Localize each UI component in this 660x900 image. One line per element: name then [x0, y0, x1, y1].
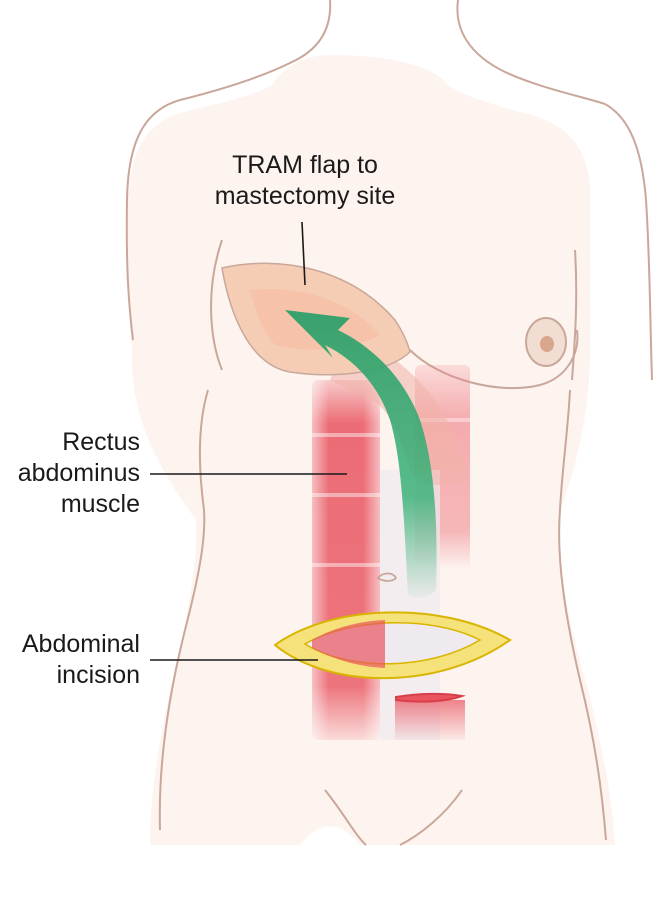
tram-leader-line — [301, 221, 306, 286]
left-groin-line — [324, 789, 367, 846]
transfer-arrow — [285, 310, 437, 598]
lower-rectus-segment — [395, 700, 465, 740]
rectus-label-line2: abdominus — [17, 459, 140, 487]
incision-label-line2: incision — [56, 661, 140, 689]
rectus-label-line1: Rectus — [62, 428, 140, 456]
tram-flap-label: TRAM flap to mastectomy site — [160, 150, 450, 212]
navel — [376, 572, 398, 582]
right-armpit-line — [571, 249, 578, 381]
abdominal-incision-label: Abdominal incision — [0, 629, 140, 691]
left-waist-outline — [158, 389, 209, 831]
right-waist-outline — [558, 389, 607, 841]
rectus-label-line3: muscle — [60, 490, 140, 518]
neck-right-line — [456, 0, 606, 105]
right-groin-line — [399, 789, 463, 846]
incision-label-line1: Abdominal — [21, 630, 140, 658]
right-arm-outline — [604, 103, 653, 381]
rectus-muscle-label: Rectus abdominus muscle — [0, 427, 140, 520]
right-nipple — [540, 336, 554, 352]
tram-flap-label-line1: TRAM flap to — [232, 151, 378, 179]
lower-incision-line — [395, 692, 466, 703]
tram-flap-label-line2: mastectomy site — [214, 182, 396, 210]
left-arm-outline — [125, 99, 181, 341]
neck-left-line — [179, 0, 332, 101]
incision-muscle-view — [312, 620, 385, 668]
left-armpit-line — [210, 239, 223, 371]
